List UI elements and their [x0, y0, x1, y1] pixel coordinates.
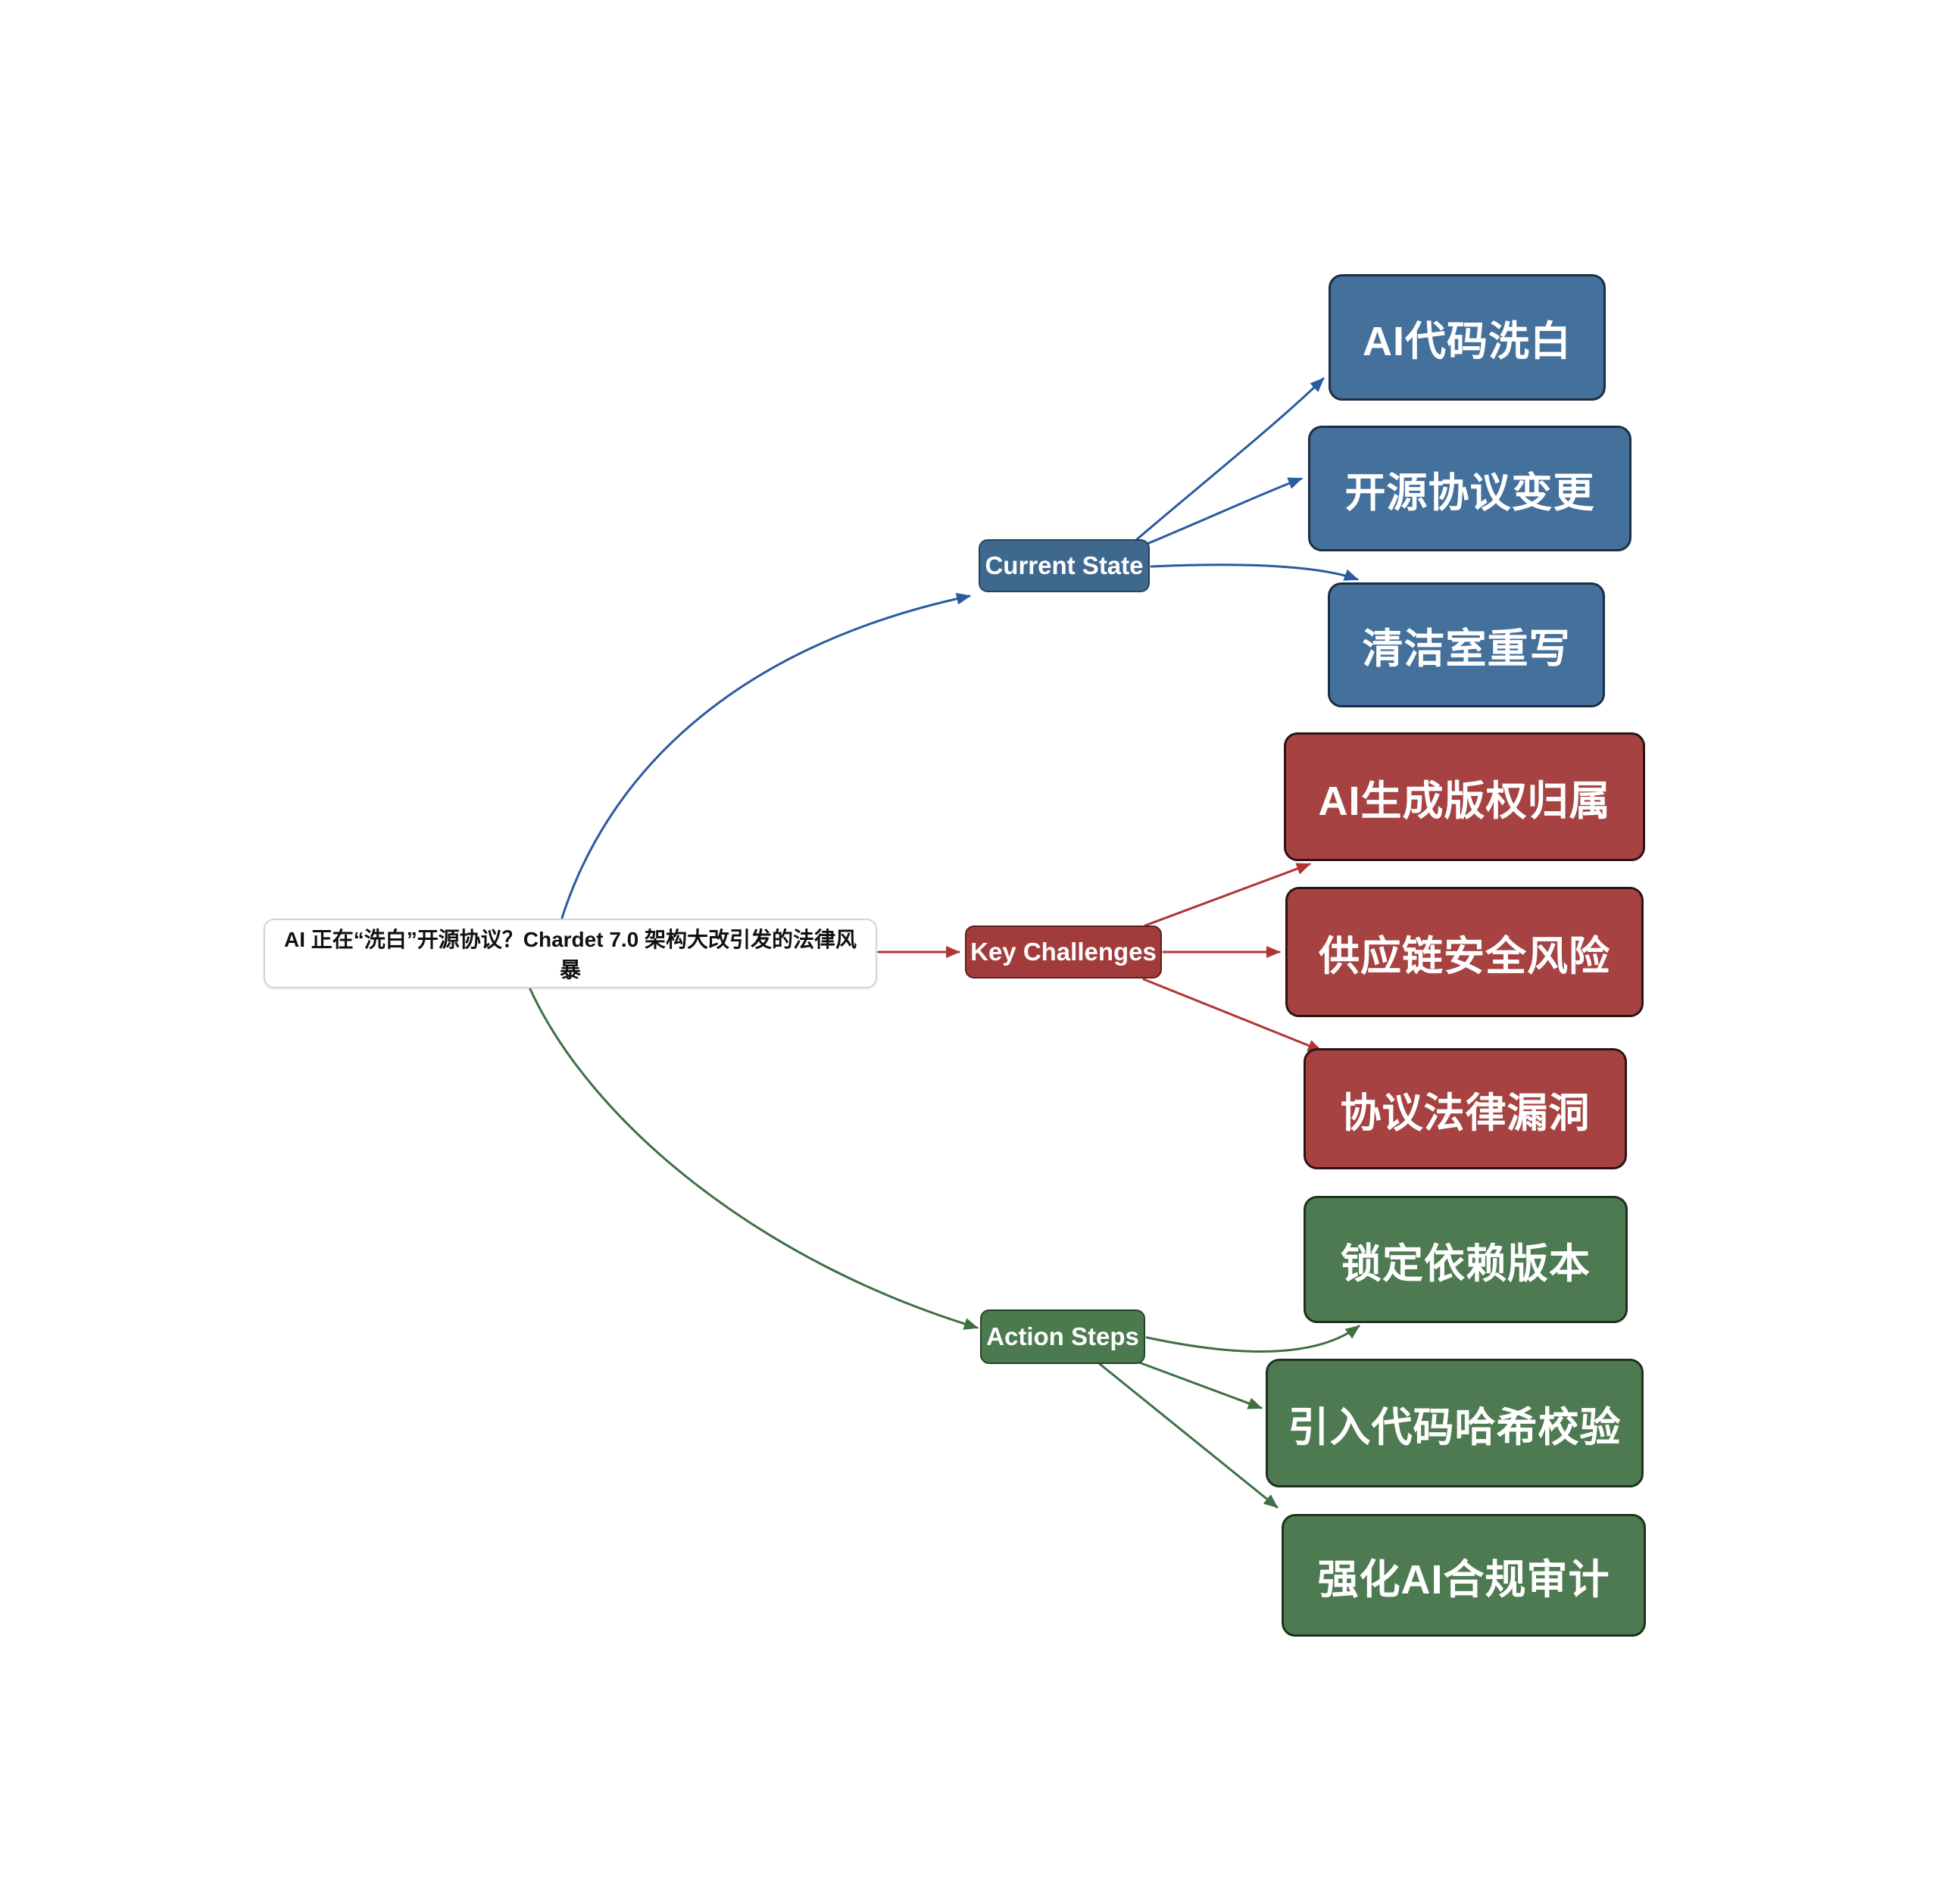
branch-node-key-challenges-label: Key Challenges	[970, 938, 1157, 966]
branch-node-action-steps-label: Action Steps	[986, 1322, 1139, 1350]
edge-action-steps-to-leaf-2	[1138, 1361, 1263, 1409]
leaf-node-action-steps-2[interactable]: 引入代码哈希校验	[1266, 1359, 1644, 1487]
root-node[interactable]: AI 正在“洗白”开源协议？Chardet 7.0 架构大改引发的法律风暴	[264, 919, 877, 988]
leaf-node-current-state-1[interactable]: AI代码洗白	[1329, 274, 1606, 401]
branch-node-current-state-label: Current State	[985, 551, 1144, 579]
leaf-label: 锁定依赖版本	[1341, 1241, 1591, 1287]
edge-root-to-action-steps	[529, 988, 979, 1330]
leaf-node-action-steps-1[interactable]: 锁定依赖版本	[1304, 1196, 1628, 1323]
root-node-label: AI 正在“洗白”开源协议？Chardet 7.0 架构大改引发的法律风暴	[283, 928, 857, 982]
leaf-node-current-state-3[interactable]: 清洁室重写	[1328, 582, 1605, 707]
leaf-label: 协议法律漏洞	[1340, 1090, 1591, 1136]
edge-root-to-current-state	[560, 592, 971, 919]
leaf-label: AI代码洗白	[1363, 319, 1572, 364]
leaf-label: 引入代码哈希校验	[1288, 1404, 1622, 1450]
leaf-node-action-steps-3[interactable]: 强化AI合规审计	[1282, 1514, 1646, 1637]
leaf-label: AI生成版权归属	[1318, 778, 1611, 824]
branch-node-key-challenges[interactable]: Key Challenges	[965, 925, 1162, 979]
edge-action-steps-to-leaf-1	[1145, 1325, 1360, 1353]
branch-node-current-state[interactable]: Current State	[979, 539, 1150, 592]
leaf-label: 清洁室重写	[1362, 626, 1571, 672]
branch-node-action-steps[interactable]: Action Steps	[980, 1309, 1145, 1364]
leaf-label: 供应链安全风险	[1319, 933, 1610, 979]
leaf-node-key-challenges-1[interactable]: AI生成版权归属	[1284, 732, 1645, 861]
edge-current-state-to-leaf-2	[1142, 477, 1303, 547]
leaf-node-key-challenges-2[interactable]: 供应链安全风险	[1285, 887, 1644, 1017]
leaf-label: 强化AI合规审计	[1317, 1556, 1610, 1603]
edge-key-challenges-to-leaf-1	[1144, 863, 1311, 927]
edge-current-state-to-leaf-1	[1135, 377, 1325, 542]
leaf-node-key-challenges-3[interactable]: 协议法律漏洞	[1304, 1048, 1627, 1169]
edge-key-challenges-to-leaf-3	[1142, 978, 1322, 1052]
edge-current-state-to-leaf-3	[1150, 563, 1359, 581]
edge-action-steps-to-leaf-3	[1098, 1362, 1279, 1509]
leaf-node-current-state-2[interactable]: 开源协议变更	[1308, 426, 1631, 551]
leaf-label: 开源协议变更	[1344, 470, 1595, 516]
